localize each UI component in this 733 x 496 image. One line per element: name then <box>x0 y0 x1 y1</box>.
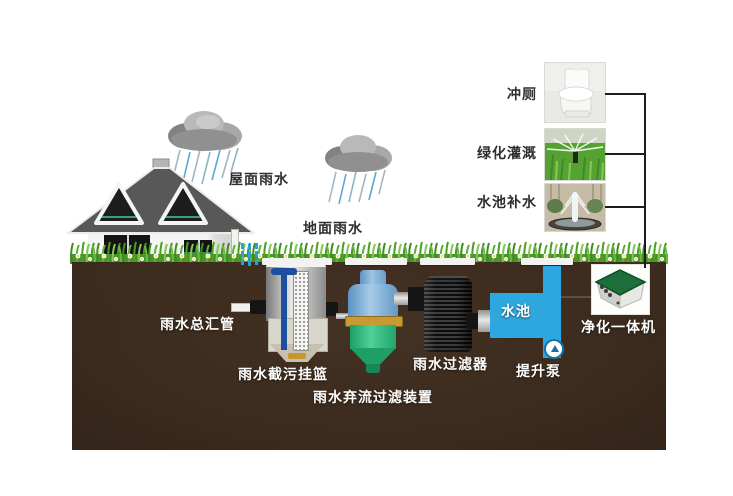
filter-label: 雨水过滤器 <box>413 356 488 372</box>
purifier-unit <box>592 265 649 314</box>
use-image-irrigation <box>545 129 605 180</box>
purifier-label: 净化一体机 <box>581 319 656 335</box>
tank-outlet-pipe <box>478 310 491 332</box>
dormer-window <box>94 182 144 225</box>
pump-label: 提升泵 <box>516 363 561 379</box>
use-label-irrigation: 绿化灌溉 <box>477 145 537 161</box>
ground-cover <box>420 258 475 265</box>
main-pipe-label: 雨水总汇管 <box>160 316 235 332</box>
dormer-window <box>158 182 208 225</box>
ground-cover <box>345 258 407 265</box>
use-label-fountain: 水池补水 <box>477 194 537 210</box>
water-flow-icon <box>255 243 258 265</box>
water-flow-icon <box>248 244 251 266</box>
use-image-fountain <box>545 184 605 231</box>
ground-cover <box>262 258 332 265</box>
connector-line <box>605 206 645 208</box>
rain-cloud-icon <box>325 135 392 205</box>
ground-rain-label: 地面雨水 <box>303 220 363 236</box>
filter-basket-mesh <box>293 271 309 351</box>
ground-cover <box>521 258 573 265</box>
connector-line <box>644 93 646 268</box>
lift-pump-icon <box>544 339 564 359</box>
purifier-device-icon <box>594 269 647 309</box>
rain-streaks <box>171 147 239 187</box>
rain-cloud-icon <box>168 111 242 187</box>
use-image-toilet <box>545 63 605 122</box>
roof-rain-label: 屋面雨水 <box>229 171 289 187</box>
diversion-label: 雨水弃流过滤装置 <box>313 389 433 405</box>
basket-label: 雨水截污挂篮 <box>238 366 328 382</box>
pool-label: 水池 <box>501 303 531 319</box>
connector-line <box>605 93 645 95</box>
outlet-pipe <box>394 292 410 305</box>
rain-streaks <box>328 169 386 205</box>
connecting-pipe <box>336 313 350 319</box>
house-roof <box>67 158 255 234</box>
connector-line <box>605 153 645 155</box>
water-flow-icon <box>241 243 244 265</box>
use-label-toilet: 冲厕 <box>507 86 537 102</box>
pool-to-purifier-line <box>561 296 592 298</box>
